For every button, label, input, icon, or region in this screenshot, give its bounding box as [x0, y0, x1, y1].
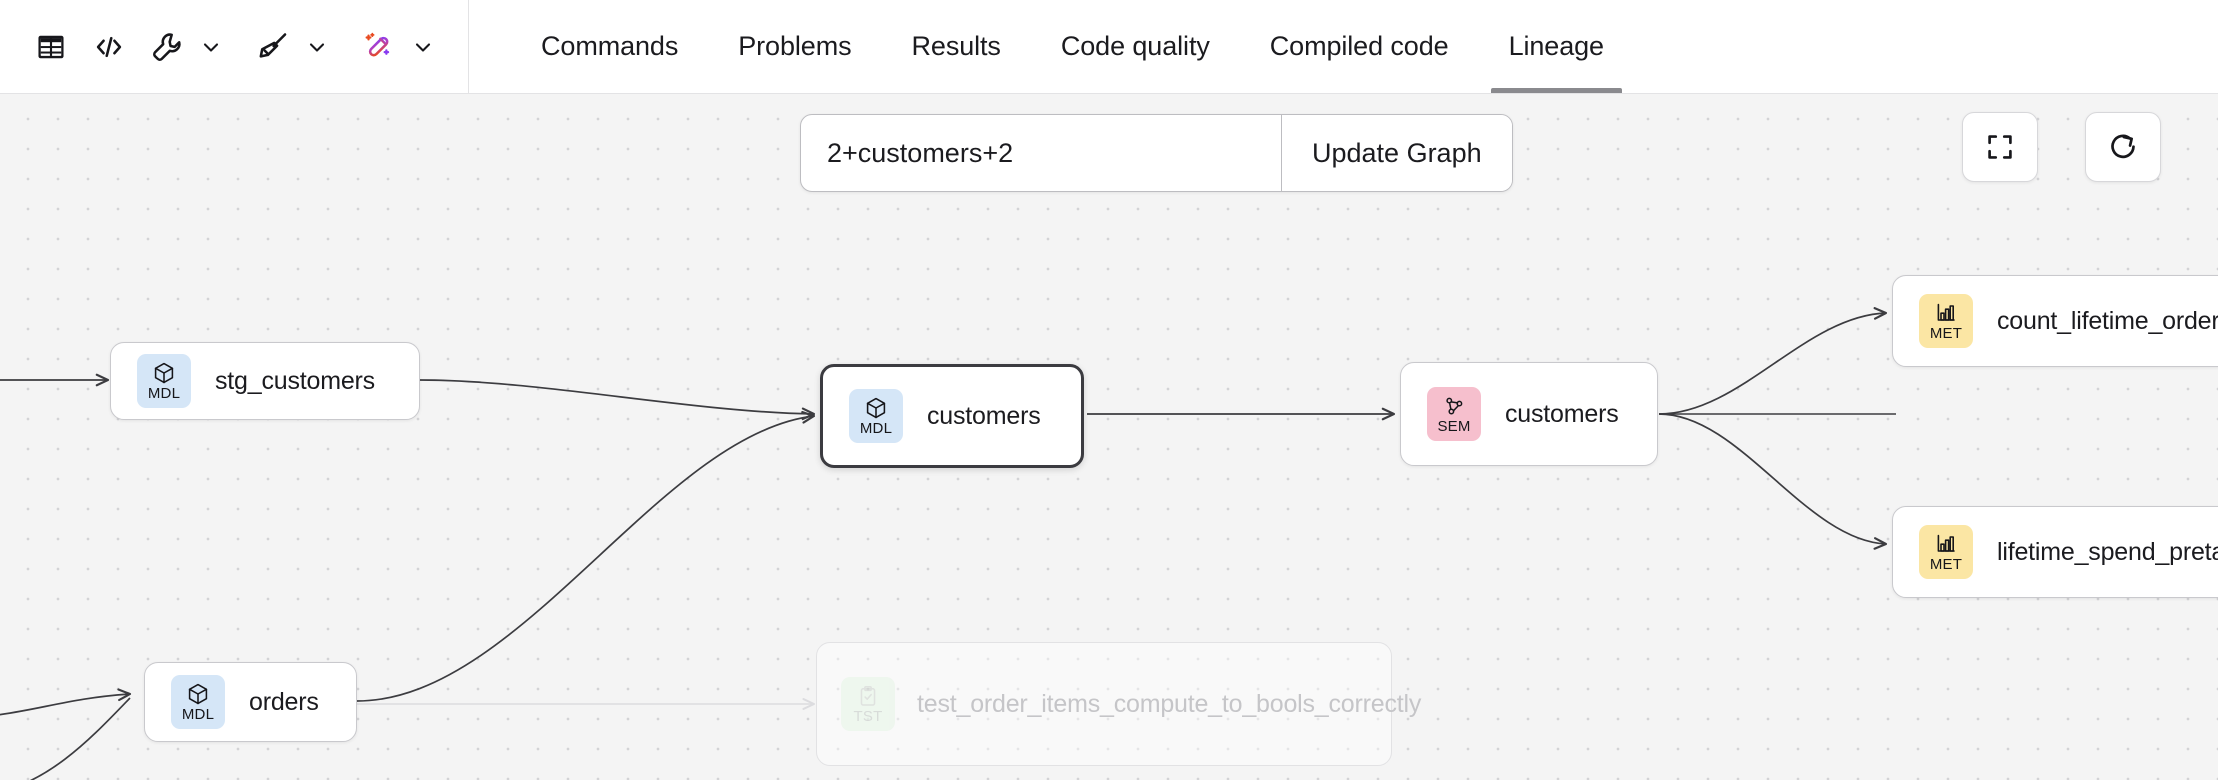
- lineage-node-count-lifetime-orders[interactable]: MET count_lifetime_order: [1892, 275, 2218, 367]
- lineage-node-customers-semantic[interactable]: SEM customers: [1400, 362, 1658, 466]
- tab-results[interactable]: Results: [882, 0, 1031, 93]
- top-toolbar: Commands Problems Results Code quality C…: [0, 0, 2218, 94]
- chevron-down-icon-wand[interactable]: [406, 20, 440, 74]
- node-title: stg_customers: [215, 366, 375, 395]
- tab-code-quality[interactable]: Code quality: [1031, 0, 1240, 93]
- node-title: lifetime_spend_preta: [1997, 537, 2218, 566]
- code-view-icon[interactable]: [82, 20, 136, 74]
- badge-mdl: MDL: [849, 389, 903, 443]
- node-title: customers: [1505, 399, 1619, 428]
- chevron-down-icon-broom[interactable]: [300, 20, 334, 74]
- tab-problems[interactable]: Problems: [708, 0, 881, 93]
- node-title: customers: [927, 401, 1041, 430]
- magic-wand-icon[interactable]: [352, 20, 406, 74]
- badge-met: MET: [1919, 294, 1973, 348]
- fit-view-button[interactable]: [1962, 112, 2038, 182]
- lineage-selector-panel: Update Graph: [800, 114, 1513, 192]
- tab-bar: Commands Problems Results Code quality C…: [469, 0, 1634, 93]
- lineage-node-stg-customers[interactable]: MDL stg_customers: [110, 342, 420, 420]
- badge-label: MET: [1929, 556, 1963, 573]
- lineage-canvas[interactable]: MDL stg_customers MDL orders: [0, 94, 2218, 780]
- update-graph-button[interactable]: Update Graph: [1281, 115, 1512, 191]
- node-title: orders: [249, 687, 319, 716]
- badge-label: MDL: [147, 385, 181, 402]
- badge-label: MDL: [859, 420, 893, 437]
- node-title: count_lifetime_order: [1997, 306, 2218, 335]
- badge-sem: SEM: [1427, 387, 1481, 441]
- reset-graph-button[interactable]: [2085, 112, 2161, 182]
- chevron-down-icon-wrench[interactable]: [194, 20, 228, 74]
- badge-met: MET: [1919, 525, 1973, 579]
- broom-icon[interactable]: [246, 20, 300, 74]
- badge-label: SEM: [1437, 418, 1471, 435]
- badge-mdl: MDL: [171, 675, 225, 729]
- broom-menu: [246, 20, 348, 74]
- badge-label: MET: [1929, 325, 1963, 342]
- lineage-node-orders[interactable]: MDL orders: [144, 662, 357, 742]
- badge-mdl: MDL: [137, 354, 191, 408]
- wrench-menu: [140, 20, 242, 74]
- tab-compiled-code[interactable]: Compiled code: [1240, 0, 1479, 93]
- badge-label: TST: [853, 707, 883, 725]
- lineage-node-lifetime-spend-pretax[interactable]: MET lifetime_spend_preta: [1892, 506, 2218, 598]
- wrench-icon[interactable]: [140, 20, 194, 74]
- lineage-node-test-order-items[interactable]: TST test_order_items_compute_to_bools_co…: [816, 642, 1421, 766]
- lineage-selector-input[interactable]: [801, 115, 1281, 191]
- tool-button-group: [0, 0, 469, 93]
- node-title: test_order_items_compute_to_bools_correc…: [917, 689, 1422, 718]
- tab-lineage[interactable]: Lineage: [1479, 0, 1634, 93]
- magic-wand-menu: [352, 20, 454, 74]
- badge-label: MDL: [181, 706, 215, 723]
- badge-tst: TST: [841, 677, 895, 731]
- tab-commands[interactable]: Commands: [511, 0, 708, 93]
- lineage-node-customers-model[interactable]: MDL customers: [820, 364, 1084, 468]
- table-view-icon[interactable]: [24, 20, 78, 74]
